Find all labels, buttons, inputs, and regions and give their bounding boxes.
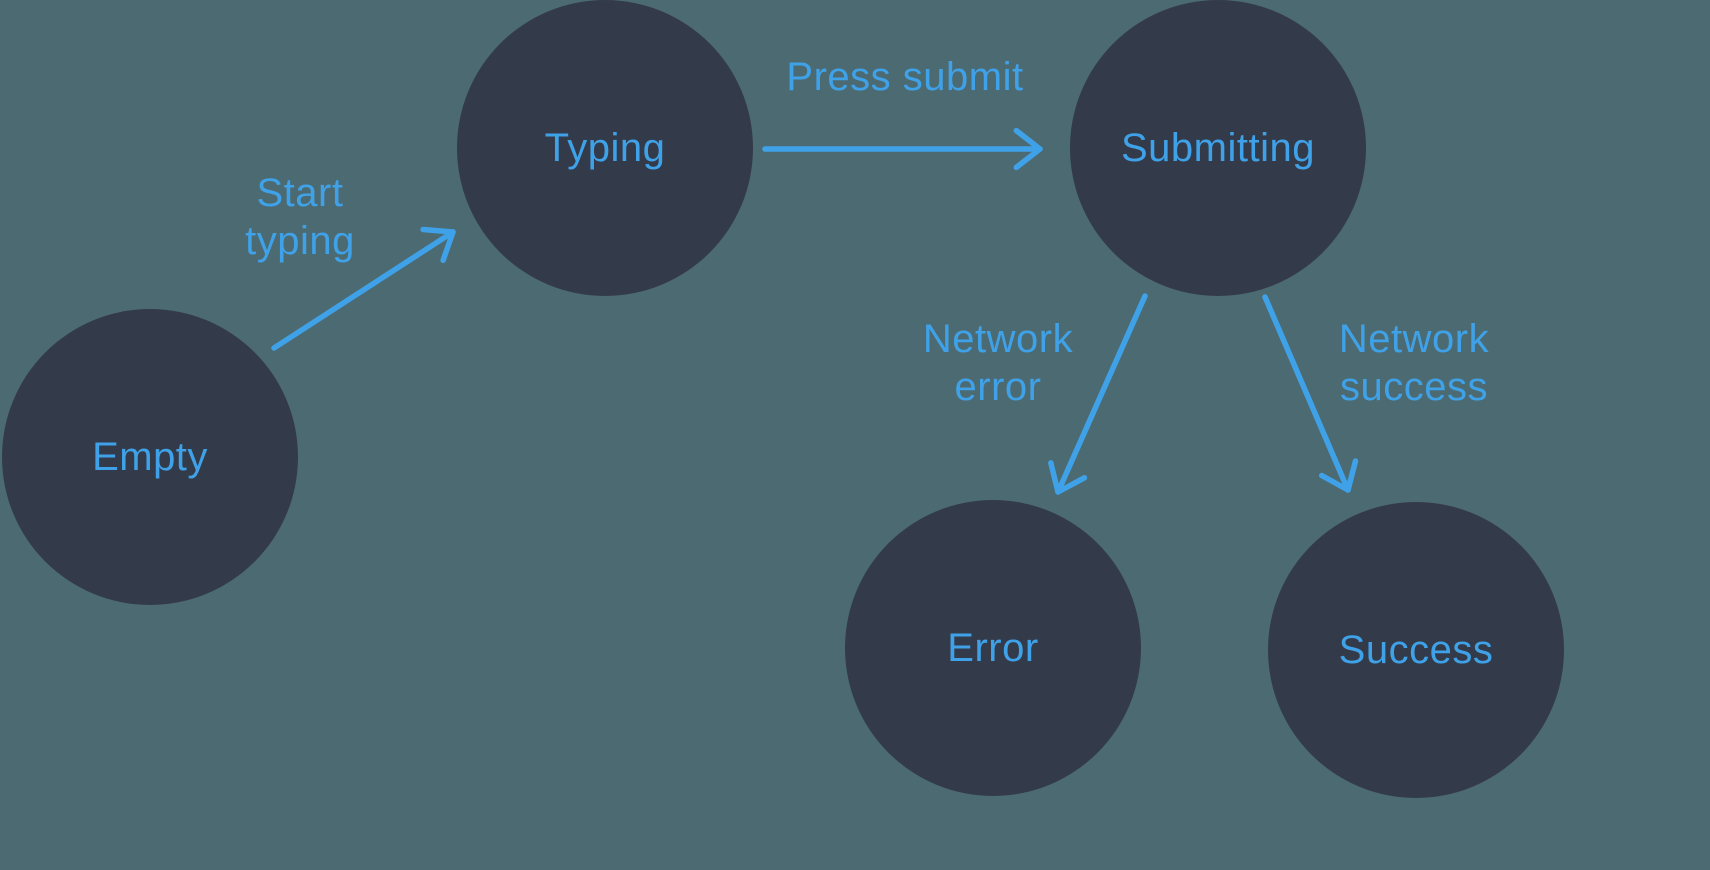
edge-label-press-submit-line: Press submit xyxy=(786,55,1024,99)
edge-network-error-arrowhead-icon xyxy=(1048,460,1088,495)
edge-label-press-submit: Press submit xyxy=(786,53,1023,101)
state-node-typing: Typing xyxy=(457,0,753,296)
state-node-success: Success xyxy=(1268,502,1564,798)
state-node-success-label: Success xyxy=(1338,627,1494,672)
edge-label-start-typing-line: typing xyxy=(245,219,355,263)
edge-press-submit-arrowhead-icon xyxy=(1013,127,1043,171)
edge-press-submit xyxy=(762,127,1043,171)
edge-label-start-typing-line: Start xyxy=(256,171,344,215)
edge-network-success-arrowhead-icon xyxy=(1318,458,1359,493)
edge-label-network-error-line: error xyxy=(954,365,1042,409)
edge-start-typing-line xyxy=(271,229,456,351)
edge-label-network-success-line: success xyxy=(1339,365,1488,409)
edge-network-error xyxy=(1048,293,1148,495)
edge-label-network-error-line: Network xyxy=(922,317,1074,361)
state-node-error-label: Error xyxy=(947,625,1039,670)
state-node-typing-label: Typing xyxy=(544,125,666,170)
edge-network-error-line xyxy=(1055,293,1148,495)
state-node-submitting-label: Submitting xyxy=(1121,125,1315,170)
edge-start-typing-arrowhead-icon xyxy=(420,226,456,264)
state-node-empty: Empty xyxy=(2,309,298,605)
edge-start-typing xyxy=(271,226,456,351)
state-node-empty-label: Empty xyxy=(92,434,208,479)
state-node-submitting: Submitting xyxy=(1070,0,1366,296)
state-node-error: Error xyxy=(845,500,1141,796)
edge-label-network-success-line: Network xyxy=(1338,317,1490,361)
edge-network-success xyxy=(1262,294,1359,493)
edge-network-success-line xyxy=(1262,294,1351,493)
